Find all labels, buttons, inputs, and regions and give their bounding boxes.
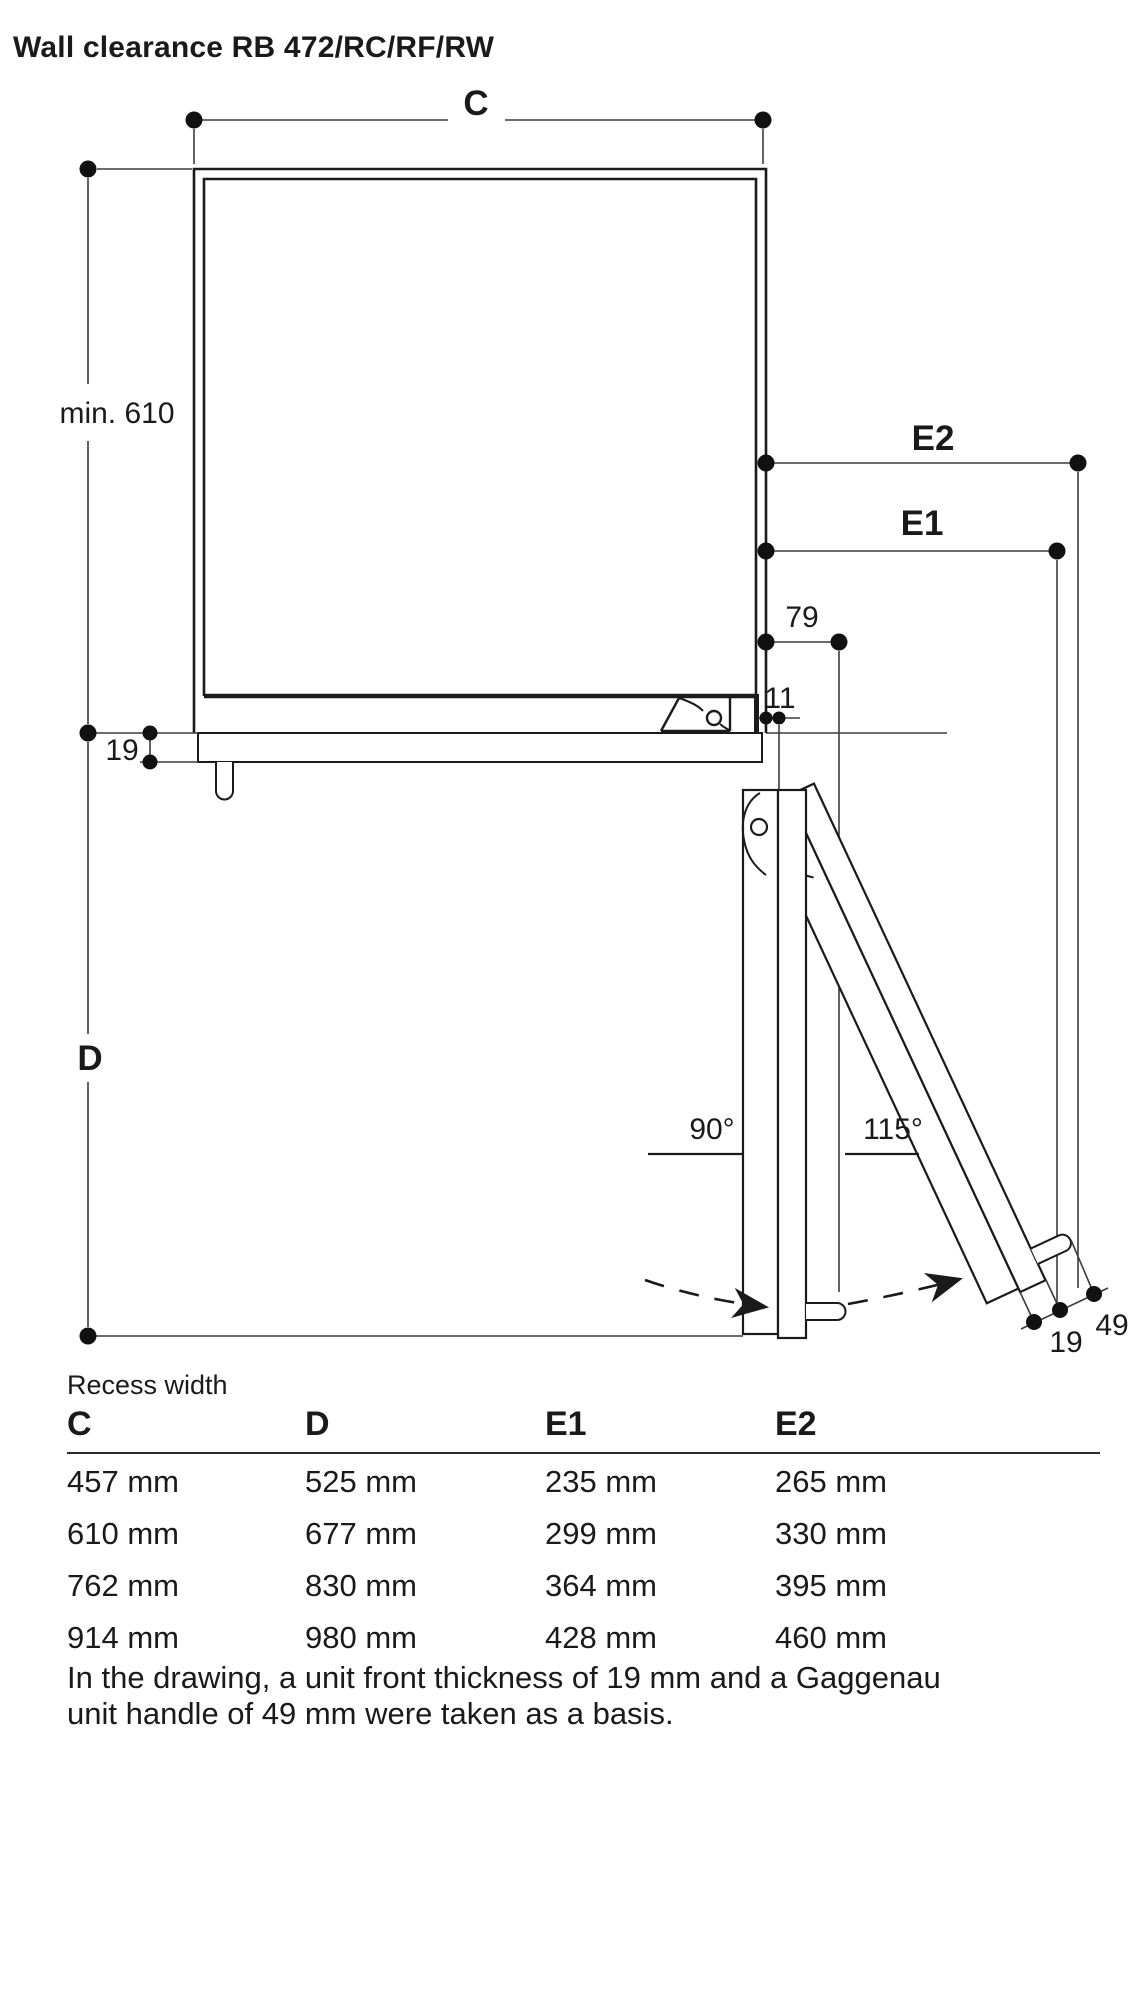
dim-label-d: D	[77, 1039, 102, 1078]
table-cell: 364 mm	[545, 1568, 657, 1603]
dim-label-e1: E1	[901, 504, 944, 543]
table-cell: 265 mm	[775, 1464, 887, 1499]
table-cell: 525 mm	[305, 1464, 417, 1499]
hinge-pin-90-icon	[749, 817, 769, 837]
angle-label-115: 115°	[863, 1113, 923, 1146]
column-header-c: C	[67, 1405, 92, 1443]
closed-door-front	[197, 732, 763, 801]
table-row: 457 mm 525 mm 235 mm 265 mm	[67, 1464, 1100, 1516]
swing-arc-90	[644, 1278, 770, 1319]
table-rule	[67, 1452, 1100, 1454]
dim-label-11: 11	[764, 682, 795, 715]
wall-clearance-diagram: C E2 E1 D min. 610 79 11 90° 115° 19 19 …	[59, 84, 1128, 1359]
table-cell: 428 mm	[545, 1620, 657, 1655]
recess-width-table: Recess width C D E1 E2 457 mm 525 mm 235…	[67, 1370, 1100, 1672]
dim-label-19-left: 19	[105, 734, 138, 767]
table-row: 610 mm 677 mm 299 mm 330 mm	[67, 1516, 1100, 1568]
dim-label-19-right: 19	[1049, 1326, 1082, 1359]
table-cell: 457 mm	[67, 1464, 179, 1499]
dim-extension-lines	[96, 472, 1079, 1337]
dimension-dots	[79, 111, 1102, 1345]
table-cell: 610 mm	[67, 1516, 179, 1551]
door-swing-arcs	[644, 1273, 963, 1319]
table-cell: 830 mm	[305, 1568, 417, 1603]
open-door-90	[741, 725, 847, 1340]
closed-door-handle	[215, 762, 234, 801]
dim-label-c: C	[463, 84, 488, 123]
door-handle-115	[1030, 1233, 1072, 1265]
column-header-e1: E1	[545, 1405, 587, 1443]
dim-label-79: 79	[785, 601, 818, 634]
door-handle-90	[806, 1302, 847, 1321]
recess-outline	[192, 167, 768, 733]
table-cell: 235 mm	[545, 1464, 657, 1499]
table-cell: 980 mm	[305, 1620, 417, 1655]
table-row: 762 mm 830 mm 364 mm 395 mm	[67, 1568, 1100, 1620]
footnote-line-1: In the drawing, a unit front thickness o…	[67, 1660, 941, 1695]
angle-label-90: 90°	[689, 1113, 734, 1146]
table-cell: 395 mm	[775, 1568, 887, 1603]
column-header-e2: E2	[775, 1405, 817, 1443]
footnote-line-2: unit handle of 49 mm were taken as a bas…	[67, 1696, 674, 1731]
door-hinge-closed	[659, 697, 732, 734]
table-row: 914 mm 980 mm 428 mm 460 mm	[67, 1620, 1100, 1672]
table-header-row: C D E1 E2	[67, 1405, 1100, 1452]
table-cell: 299 mm	[545, 1516, 657, 1551]
dim-label-e2: E2	[912, 419, 955, 458]
dimension-labels: C E2 E1 D min. 610 79 11 90° 115° 19 19 …	[59, 84, 1128, 1359]
dim-min-depth-and-d	[87, 168, 192, 1327]
table-cell: 330 mm	[775, 1516, 887, 1551]
dim-c	[193, 119, 764, 164]
table-cell: 914 mm	[67, 1620, 179, 1655]
table-cell: 460 mm	[775, 1620, 887, 1655]
swing-arc-115	[847, 1273, 963, 1306]
dim-label-49: 49	[1095, 1309, 1128, 1342]
column-header-d: D	[305, 1405, 330, 1443]
footnote: In the drawing, a unit front thickness o…	[67, 1660, 1017, 1732]
table-cell: 677 mm	[305, 1516, 417, 1551]
table-caption: Recess width	[67, 1370, 228, 1400]
dim-label-min-depth: min. 610	[59, 397, 174, 430]
table-cell: 762 mm	[67, 1568, 179, 1603]
page-title: Wall clearance RB 472/RC/RF/RW	[13, 31, 495, 64]
